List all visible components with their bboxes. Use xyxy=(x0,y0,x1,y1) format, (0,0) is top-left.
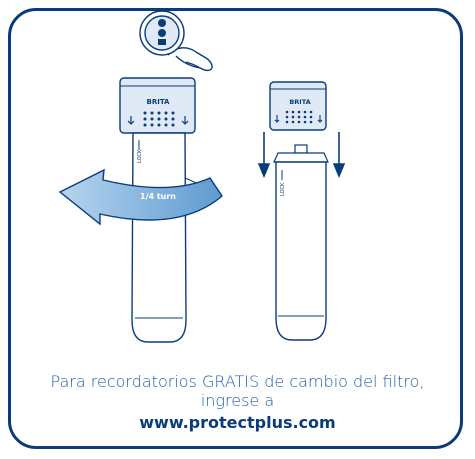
caption-line-1: Para recordatorios GRATIS de cambio del … xyxy=(50,372,425,391)
brita-logo-left: BRITA xyxy=(147,98,171,106)
quarter-turn-label: 1/4 turn xyxy=(140,192,176,201)
filter-cartridge-right xyxy=(275,161,327,341)
lock-label-right: LOCK xyxy=(280,182,286,196)
indicator-dots-left xyxy=(143,111,175,127)
left-filter-assembly: BRITA LOCK 1/4 turn xyxy=(58,77,223,343)
instruction-frame xyxy=(8,8,463,449)
right-filter-assembly: BRITA LOCK xyxy=(257,81,346,341)
lock-label-left: LOCK xyxy=(137,149,143,163)
website-link[interactable]: www.protectplus.com xyxy=(139,413,336,432)
caption-line-2: ingrese a xyxy=(200,391,275,410)
lock-icon xyxy=(181,116,189,125)
indicator-dots-right xyxy=(285,110,313,124)
reminder-caption: Para recordatorios GRATIS de cambio del … xyxy=(0,372,475,432)
unlock-icon xyxy=(127,116,135,125)
quarter-turn-arrow xyxy=(58,168,223,226)
brita-logo-right: BRITA xyxy=(289,98,310,106)
filter-cartridge-left xyxy=(131,132,187,343)
insert-down-arrows xyxy=(257,132,346,179)
filter-head-right xyxy=(269,81,327,131)
hand-holding-dial xyxy=(139,10,213,72)
